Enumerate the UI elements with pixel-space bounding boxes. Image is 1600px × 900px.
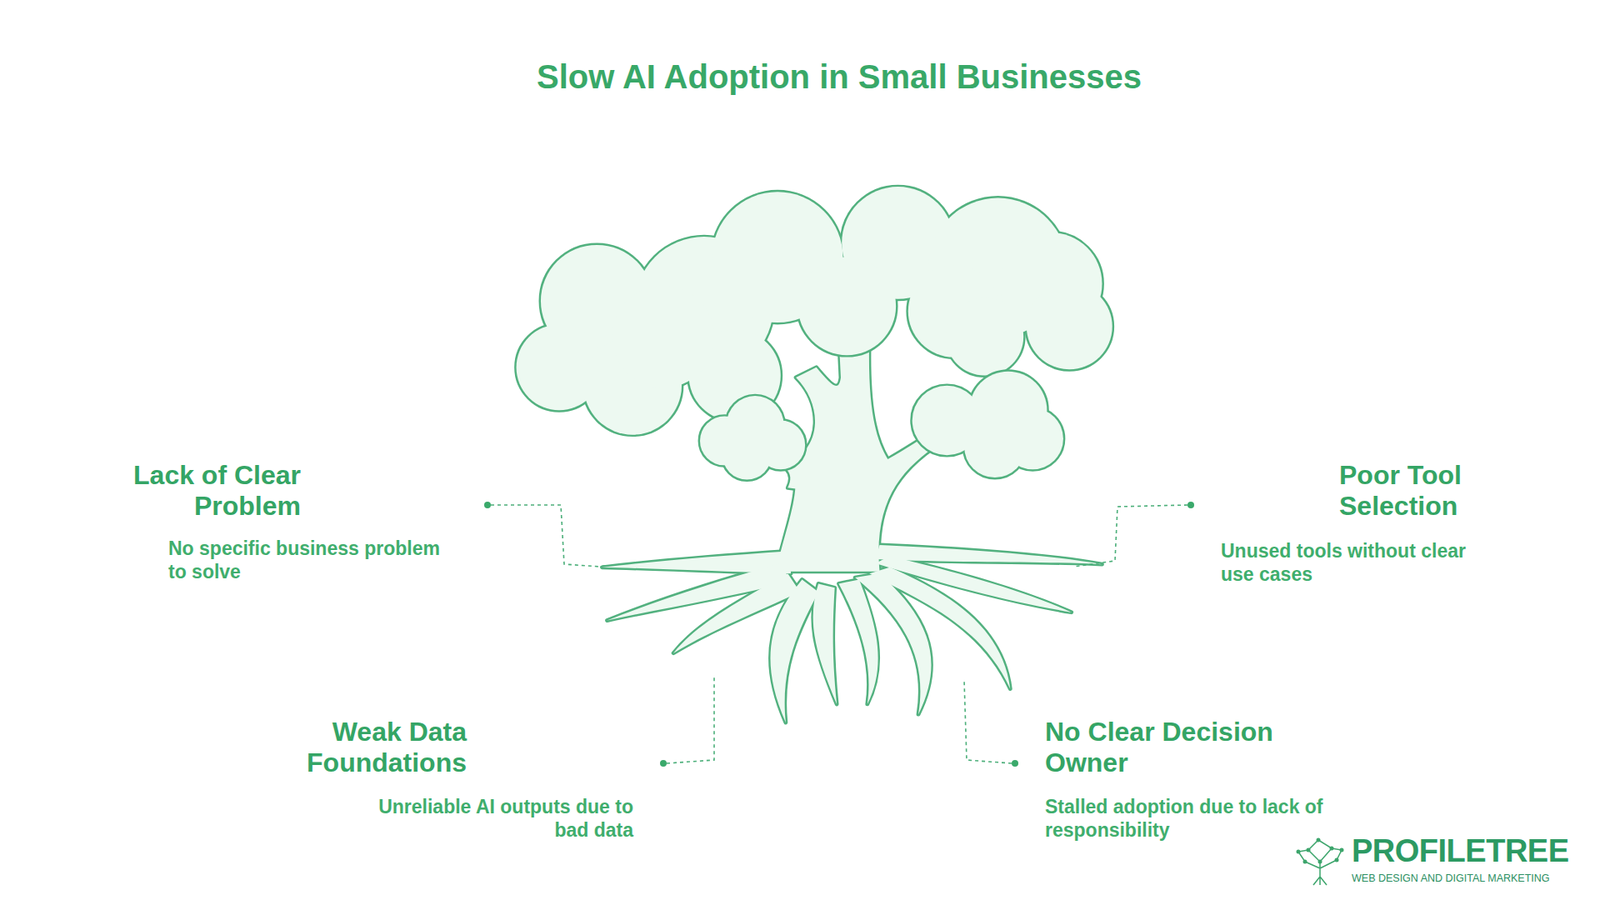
- small-canopy-outline: [912, 371, 1064, 478]
- callout-heading: No Clear Decision Owner: [1045, 716, 1354, 779]
- logo-icon: [1296, 838, 1345, 886]
- small-canopy-fill: [912, 371, 1064, 478]
- leader-line: [1073, 505, 1188, 567]
- callout-body: Unreliable AI outputs due to bad data: [366, 795, 634, 842]
- leader-line: [490, 505, 600, 567]
- leader-dot: [1011, 760, 1019, 767]
- callout-heading: Lack of Clear Problem: [34, 460, 301, 522]
- leader-dot: [484, 501, 491, 509]
- leader-line: [666, 675, 715, 764]
- small-canopy-fill: [700, 395, 805, 480]
- callout-heading: Weak Data Foundations: [241, 716, 467, 779]
- callout-body: Unused tools without clear use cases: [1220, 540, 1488, 586]
- leader-dot: [660, 760, 667, 767]
- leader-line: [964, 680, 1012, 764]
- tree: [516, 186, 1113, 723]
- logo-branches: [1298, 840, 1342, 885]
- callout-body: No specific business problem to solve: [168, 537, 444, 584]
- logo-tagline: WEB DESIGN AND DIGITAL MARKETING: [1351, 872, 1550, 885]
- callout-body: Stalled adoption due to lack of responsi…: [1045, 795, 1337, 842]
- callout-heading: Poor Tool Selection: [1339, 460, 1565, 522]
- small-canopy-outline: [700, 395, 805, 480]
- logo-wordmark: PROFILETREE: [1351, 833, 1570, 870]
- diagram-title: Slow AI Adoption in Small Businesses: [422, 58, 1256, 96]
- leader-dot: [1187, 501, 1195, 509]
